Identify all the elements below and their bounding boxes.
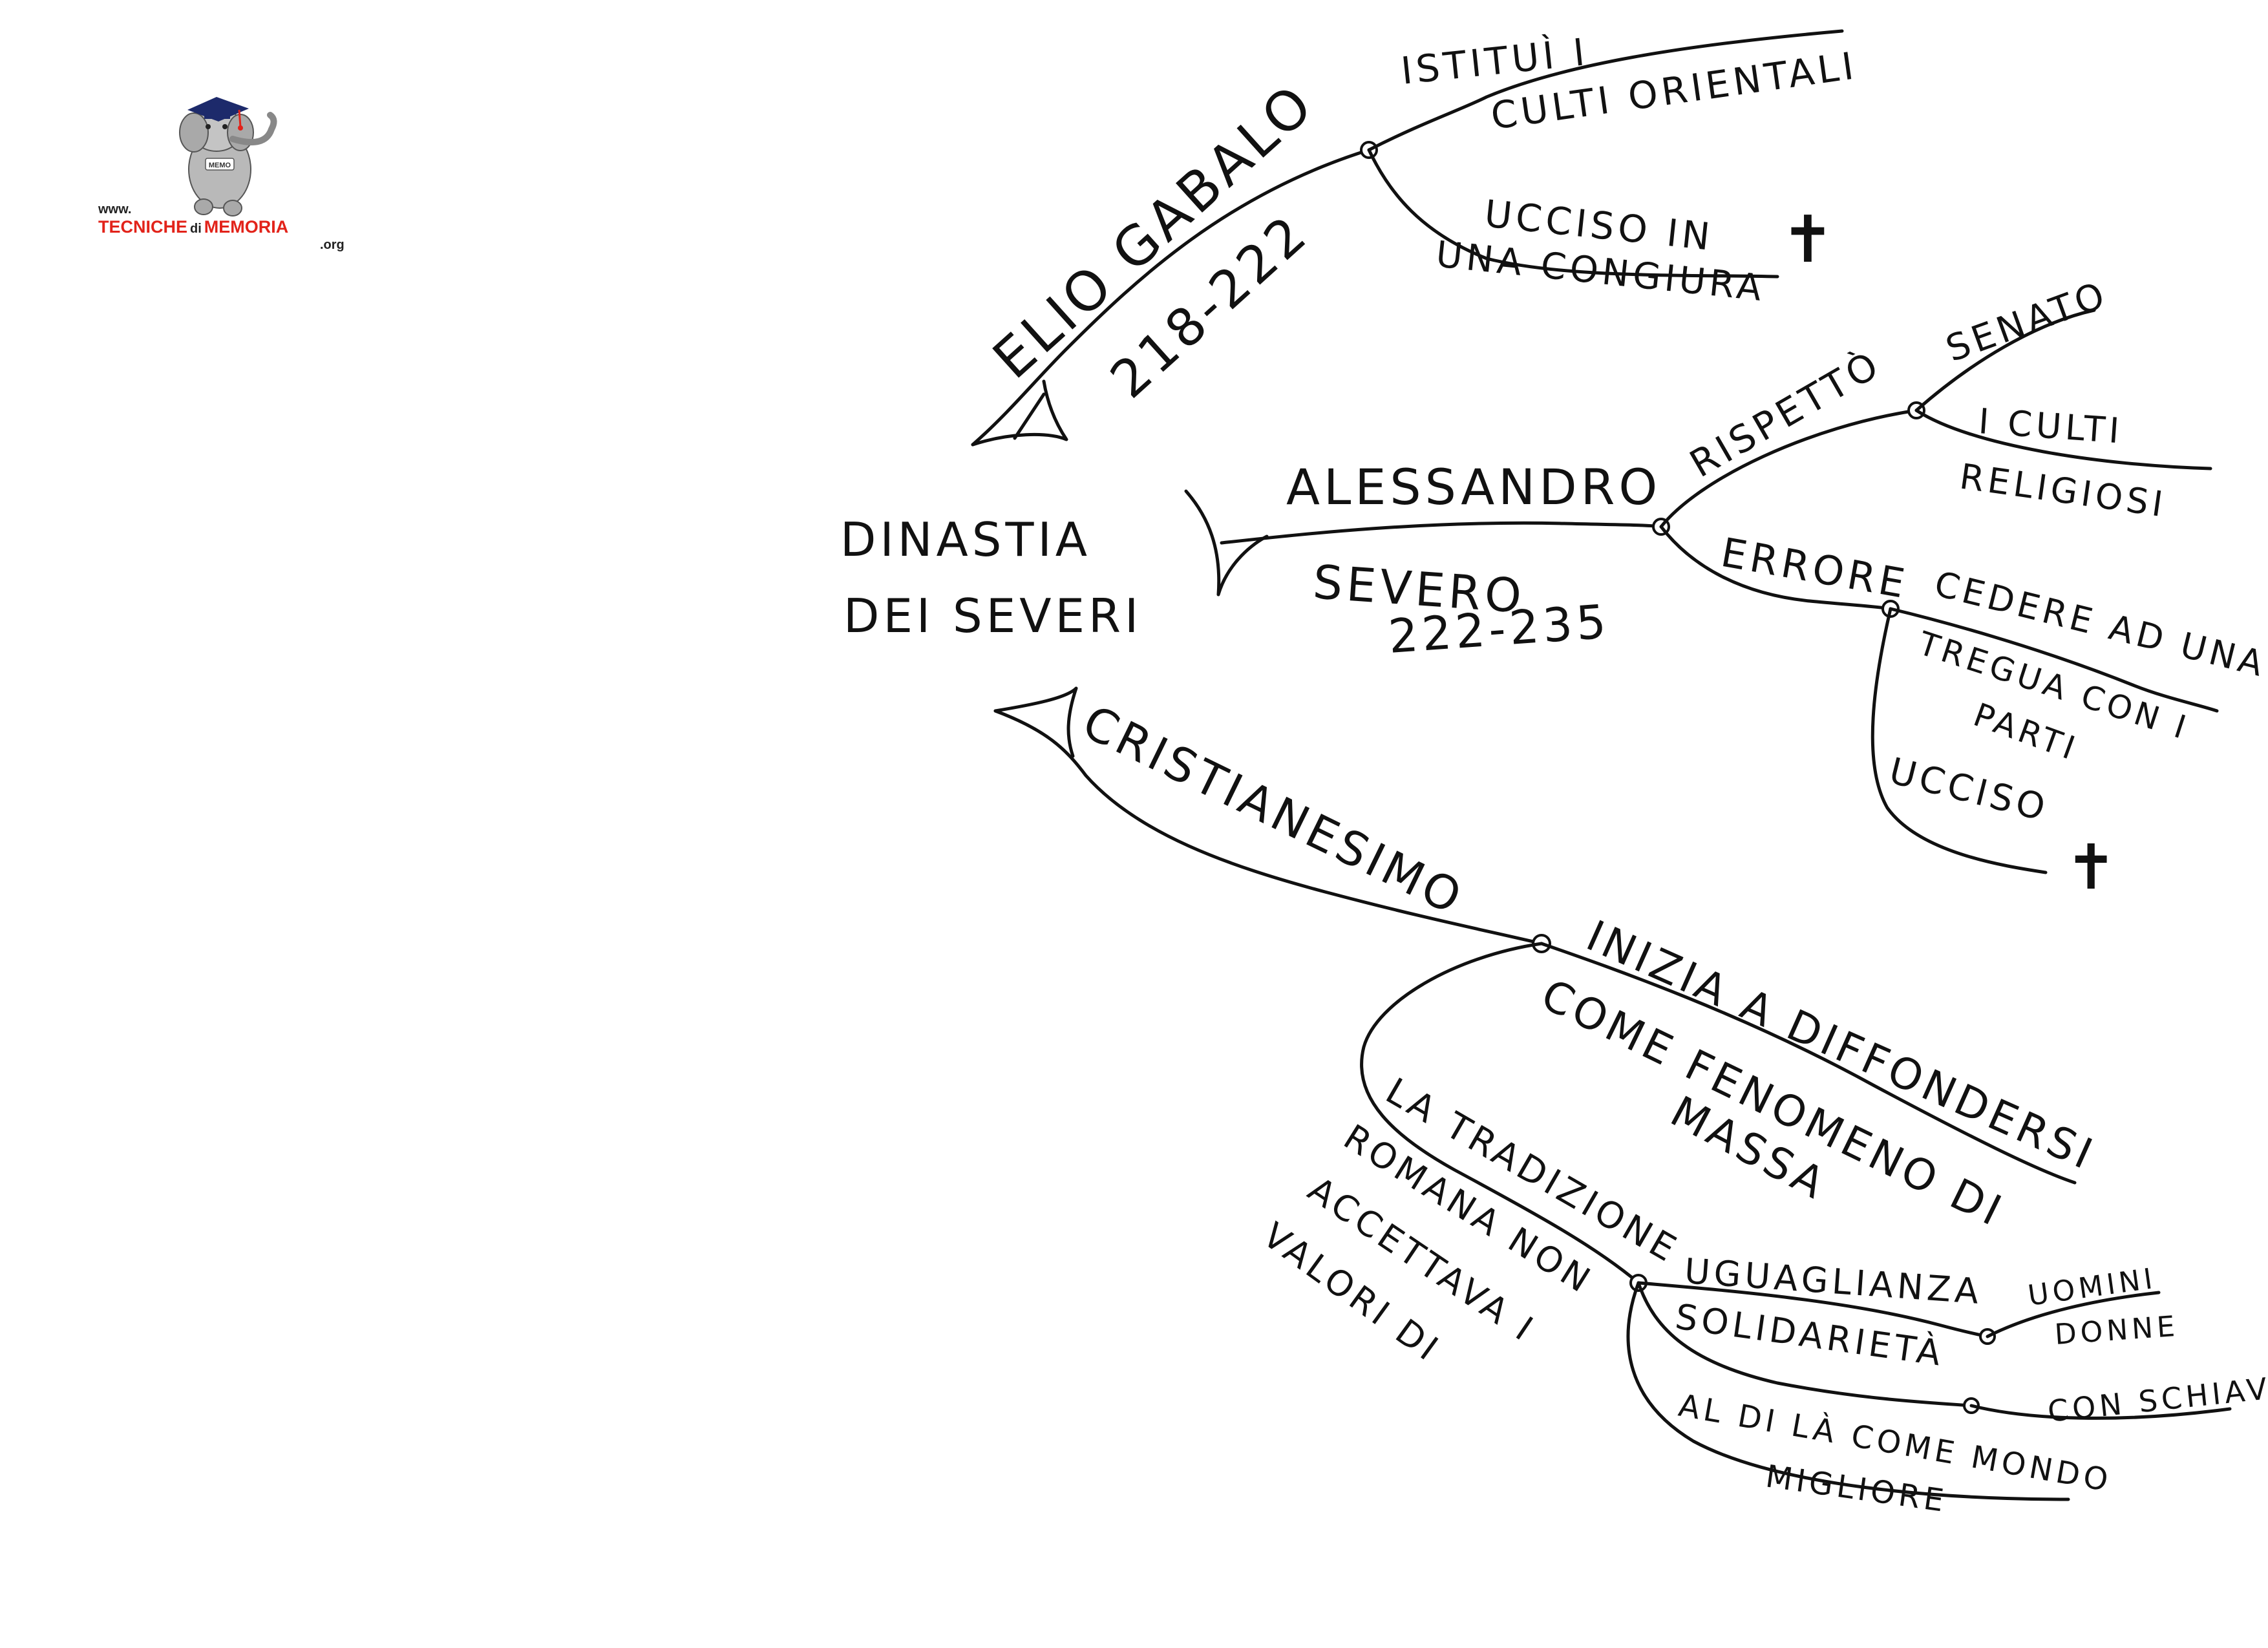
branch-alessandro-main-line [1220,521,1663,545]
rispetto-senato: SENATO [1941,273,2114,370]
uguaglianza-uomini-line [1986,1291,2161,1338]
logo-tld: .org [320,238,344,252]
errore-ucciso: UCCISO [1885,750,2053,830]
elephant-mascot-icon: MEMO [179,97,277,217]
branch-alessandro-severo: ALESSANDRO SEVERO 222-235 RISPETTÒ SENAT… [1184,273,2268,903]
rispetto-culti-line [1914,408,2212,470]
elio-sub-istitui: ISTITUÌ I [1399,29,1591,93]
cristianesimo-tradizione-line [1360,942,1640,1285]
branch-elio-gabalo: ELIO GABALO 218-222 ISTITUÌ I CULTI ORIE… [971,29,1860,447]
cristianesimo-name: CRISTIANESIMO [1075,695,1473,926]
branch-cristianesimo-main-line [993,709,1543,945]
alessandro-cross-icon: ✝ [2065,831,2121,903]
central-topic-line1: DINASTIA [840,512,1091,567]
tradizione-uguaglianza-line [1637,1281,1989,1338]
logo-brand-di: di [190,222,202,236]
alessandro-errore: ERRORE [1717,529,1912,608]
logo-badge-text: MEMO [209,162,231,169]
elio-sub-ucciso-line [1367,148,1779,279]
branch-elio-arrow-head [971,379,1068,447]
elio-cross-icon: ✝ [1781,202,1839,277]
tradizione-solidarieta-line [1637,1281,1973,1408]
errore-cedere-line [1889,607,2219,713]
migliore: MIGLIORE [1763,1458,1949,1519]
rispetto-religiosi: RELIGIOSI [1957,456,2169,525]
alessandro-rispetto: RISPETTÒ [1682,341,1889,486]
tradizione-aldila-line [1626,1281,2070,1501]
central-topic-line2: DEI SEVERI [843,589,1142,643]
branch-elio-main-line [971,148,1371,447]
alessandro-name: ALESSANDRO [1286,458,1661,516]
rispetto-i-culti: I CULTI [1977,401,2125,451]
uomini: UOMINI [2026,1262,2158,1313]
donne: DONNE [2053,1310,2179,1351]
branch-cristianesimo-arrow-head [993,686,1078,758]
logo-brand-tecniche: TECNICHE [98,217,187,237]
alessandro-errore-line [1659,525,1892,611]
branch-cristianesimo: CRISTIANESIMO INIZIA A DIFFONDERSI COME … [993,686,2268,1519]
logo-www: www. [98,202,131,217]
errore-ucciso-line [1871,607,2048,874]
branch-alessandro-arrow-head [1184,489,1269,597]
alessandro-rispetto-line [1659,408,1918,529]
elio-sub-culti-line [1367,29,1844,152]
con-schiavi: CON SCHIAVI [2046,1369,2268,1429]
cristianesimo-inizia-line [1540,942,2077,1185]
solidarieta-schiavi-line [1969,1404,2232,1420]
rispetto-senato-line [1914,308,2096,412]
logo-brand-memoria: MEMORIA [204,217,289,237]
